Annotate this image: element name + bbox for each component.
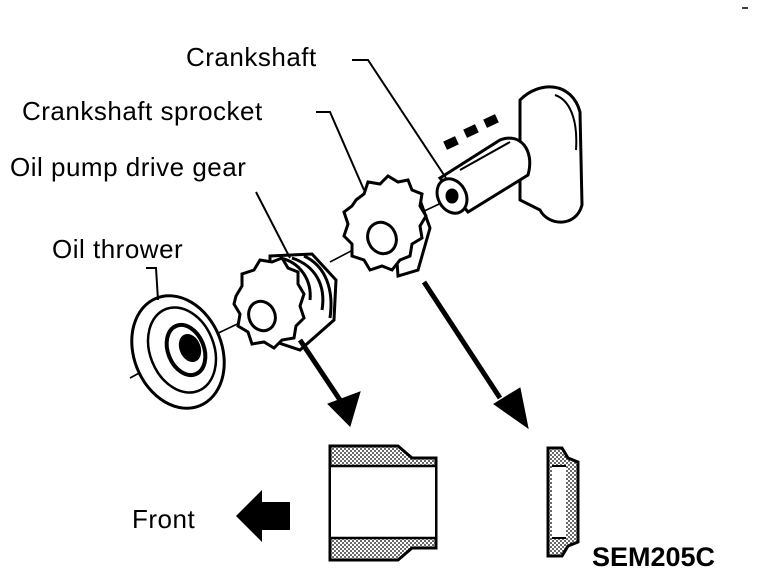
drive-gear-section — [328, 444, 438, 562]
arrow-left-icon — [236, 490, 290, 542]
leader-lines — [146, 59, 447, 301]
label-oil-pump-drive-gear: Oil pump drive gear — [10, 152, 247, 182]
crankshaft-sprocket-part — [342, 174, 432, 278]
figure-code: SEM205C — [592, 542, 716, 572]
crankshaft-part — [435, 85, 584, 224]
oil-pump-drive-gear-part — [232, 252, 338, 352]
label-crankshaft: Crankshaft — [186, 42, 317, 72]
oil-thrower-part — [130, 294, 226, 410]
label-oil-thrower: Oil thrower — [52, 234, 184, 264]
label-crankshaft-sprocket: Crankshaft sprocket — [22, 96, 263, 126]
arrow-down-right-icon — [297, 280, 529, 430]
label-front: Front — [132, 504, 196, 534]
sprocket-section — [546, 446, 580, 558]
